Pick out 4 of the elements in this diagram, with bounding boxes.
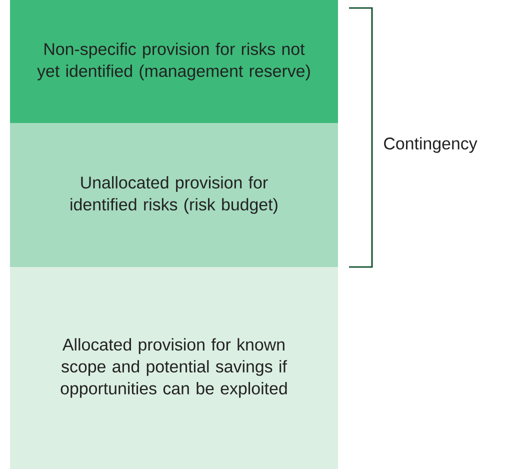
provision-box: Allocated provision for known scope and potential savings if opportunities can be exploited (10, 267, 338, 469)
provision-box: Unallocated provision for identified risks (risk budget) (10, 123, 338, 267)
bracket-label: Contingency (384, 137, 478, 153)
provision-box: Non-specific provision for risks not yet identified (management reserve) (10, 0, 338, 123)
